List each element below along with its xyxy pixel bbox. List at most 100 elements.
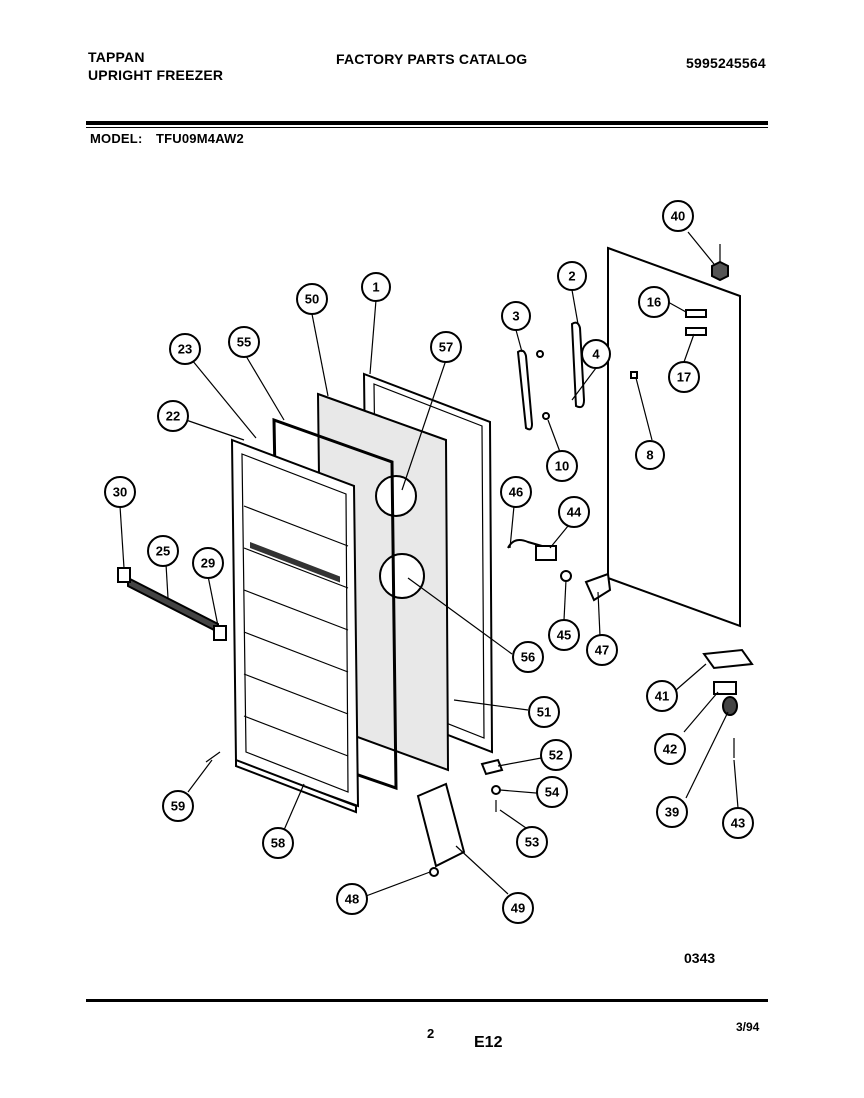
callout-22: 22 [157, 400, 189, 432]
part-52 [480, 758, 504, 776]
hinge-bracket-42 [713, 681, 737, 695]
brand-name: TAPPAN [88, 49, 145, 65]
svg-text:57: 57 [439, 340, 453, 355]
svg-text:8: 8 [646, 448, 653, 463]
callout-3: 3 [501, 301, 531, 331]
callout-57: 57 [430, 331, 462, 363]
dial-56 [379, 553, 425, 599]
handle-screw [536, 350, 544, 358]
callout-42: 42 [654, 733, 686, 765]
svg-text:52: 52 [549, 748, 563, 763]
svg-text:41: 41 [655, 689, 669, 704]
door-label-16 [685, 309, 707, 318]
svg-text:10: 10 [555, 459, 569, 474]
svg-text:40: 40 [671, 209, 685, 224]
top-hinge-cap [711, 244, 729, 282]
callout-51: 51 [528, 696, 560, 728]
svg-text:50: 50 [305, 292, 319, 307]
svg-text:22: 22 [166, 409, 180, 424]
svg-text:1: 1 [372, 280, 379, 295]
rail-bracket-30 [117, 567, 131, 583]
screw-59 [205, 751, 221, 763]
svg-text:51: 51 [537, 705, 551, 720]
svg-text:43: 43 [731, 816, 745, 831]
door-label-17 [685, 327, 707, 336]
callout-29: 29 [192, 547, 224, 579]
catalog-number: 5995245564 [686, 55, 766, 71]
hinge-bushing-39 [722, 696, 738, 716]
svg-text:16: 16 [647, 295, 661, 310]
svg-text:17: 17 [677, 370, 691, 385]
date-code: 3/94 [736, 1020, 760, 1034]
latch-44 [535, 545, 557, 561]
svg-text:25: 25 [156, 544, 170, 559]
catalog-title: FACTORY PARTS CATALOG [336, 51, 528, 67]
svg-text:47: 47 [595, 643, 609, 658]
svg-text:53: 53 [525, 835, 539, 850]
callout-46: 46 [500, 476, 532, 508]
callout-59: 59 [162, 790, 194, 822]
callout-49: 49 [502, 892, 534, 924]
bottom-trim [235, 758, 357, 814]
page-number: 2 [427, 1026, 435, 1041]
callout-55: 55 [228, 326, 260, 358]
svg-text:4: 4 [592, 347, 600, 362]
screw-10 [542, 412, 550, 420]
model-label: MODEL: [90, 131, 143, 146]
inner-door-liner [230, 438, 360, 808]
callout-30: 30 [104, 476, 136, 508]
callout-43: 43 [722, 807, 754, 839]
callout-40: 40 [662, 200, 694, 232]
model-number: TFU09M4AW2 [156, 131, 244, 146]
svg-text:46: 46 [509, 485, 523, 500]
callout-25: 25 [147, 535, 179, 567]
footer-rule [86, 999, 768, 1002]
washer-45 [560, 570, 572, 582]
callout-4: 4 [581, 339, 611, 369]
svg-text:56: 56 [521, 650, 535, 665]
callout-48: 48 [336, 883, 368, 915]
svg-text:58: 58 [271, 836, 285, 851]
strike-47 [584, 572, 612, 602]
svg-text:29: 29 [201, 556, 215, 571]
callout-53: 53 [516, 826, 548, 858]
door-handle [570, 321, 586, 409]
callout-10: 10 [546, 450, 578, 482]
shelf-rail [127, 576, 219, 634]
callout-41: 41 [646, 680, 678, 712]
section-code: E12 [474, 1034, 503, 1051]
callout-17: 17 [668, 361, 700, 393]
callout-1: 1 [361, 272, 391, 302]
svg-text:39: 39 [665, 805, 679, 820]
product-name: UPRIGHT FREEZER [88, 67, 224, 83]
svg-text:59: 59 [171, 799, 185, 814]
svg-text:3: 3 [512, 309, 519, 324]
bottom-hinge-41 [702, 648, 754, 670]
callout-58: 58 [262, 827, 294, 859]
handle-bar [516, 349, 534, 431]
leader-lines [119, 231, 739, 897]
svg-text:49: 49 [511, 901, 525, 916]
svg-text:45: 45 [557, 628, 571, 643]
callout-8: 8 [635, 440, 665, 470]
svg-text:44: 44 [567, 505, 582, 520]
callout-16: 16 [638, 286, 670, 318]
callout-54: 54 [536, 776, 568, 808]
door-clip-8 [630, 371, 638, 379]
callout-47: 47 [586, 634, 618, 666]
svg-text:55: 55 [237, 335, 251, 350]
latch-spring [507, 539, 543, 549]
callout-52: 52 [540, 739, 572, 771]
header-rule-thin [86, 127, 768, 128]
svg-text:48: 48 [345, 892, 359, 907]
header-rule-thick [86, 121, 768, 125]
svg-text:30: 30 [113, 485, 127, 500]
callout-50: 50 [296, 283, 328, 315]
callout-23: 23 [169, 333, 201, 365]
nut-48 [429, 867, 439, 877]
figure-code: 0343 [684, 950, 715, 966]
callout-2: 2 [557, 261, 587, 291]
svg-text:2: 2 [568, 269, 575, 284]
callout-44: 44 [558, 496, 590, 528]
